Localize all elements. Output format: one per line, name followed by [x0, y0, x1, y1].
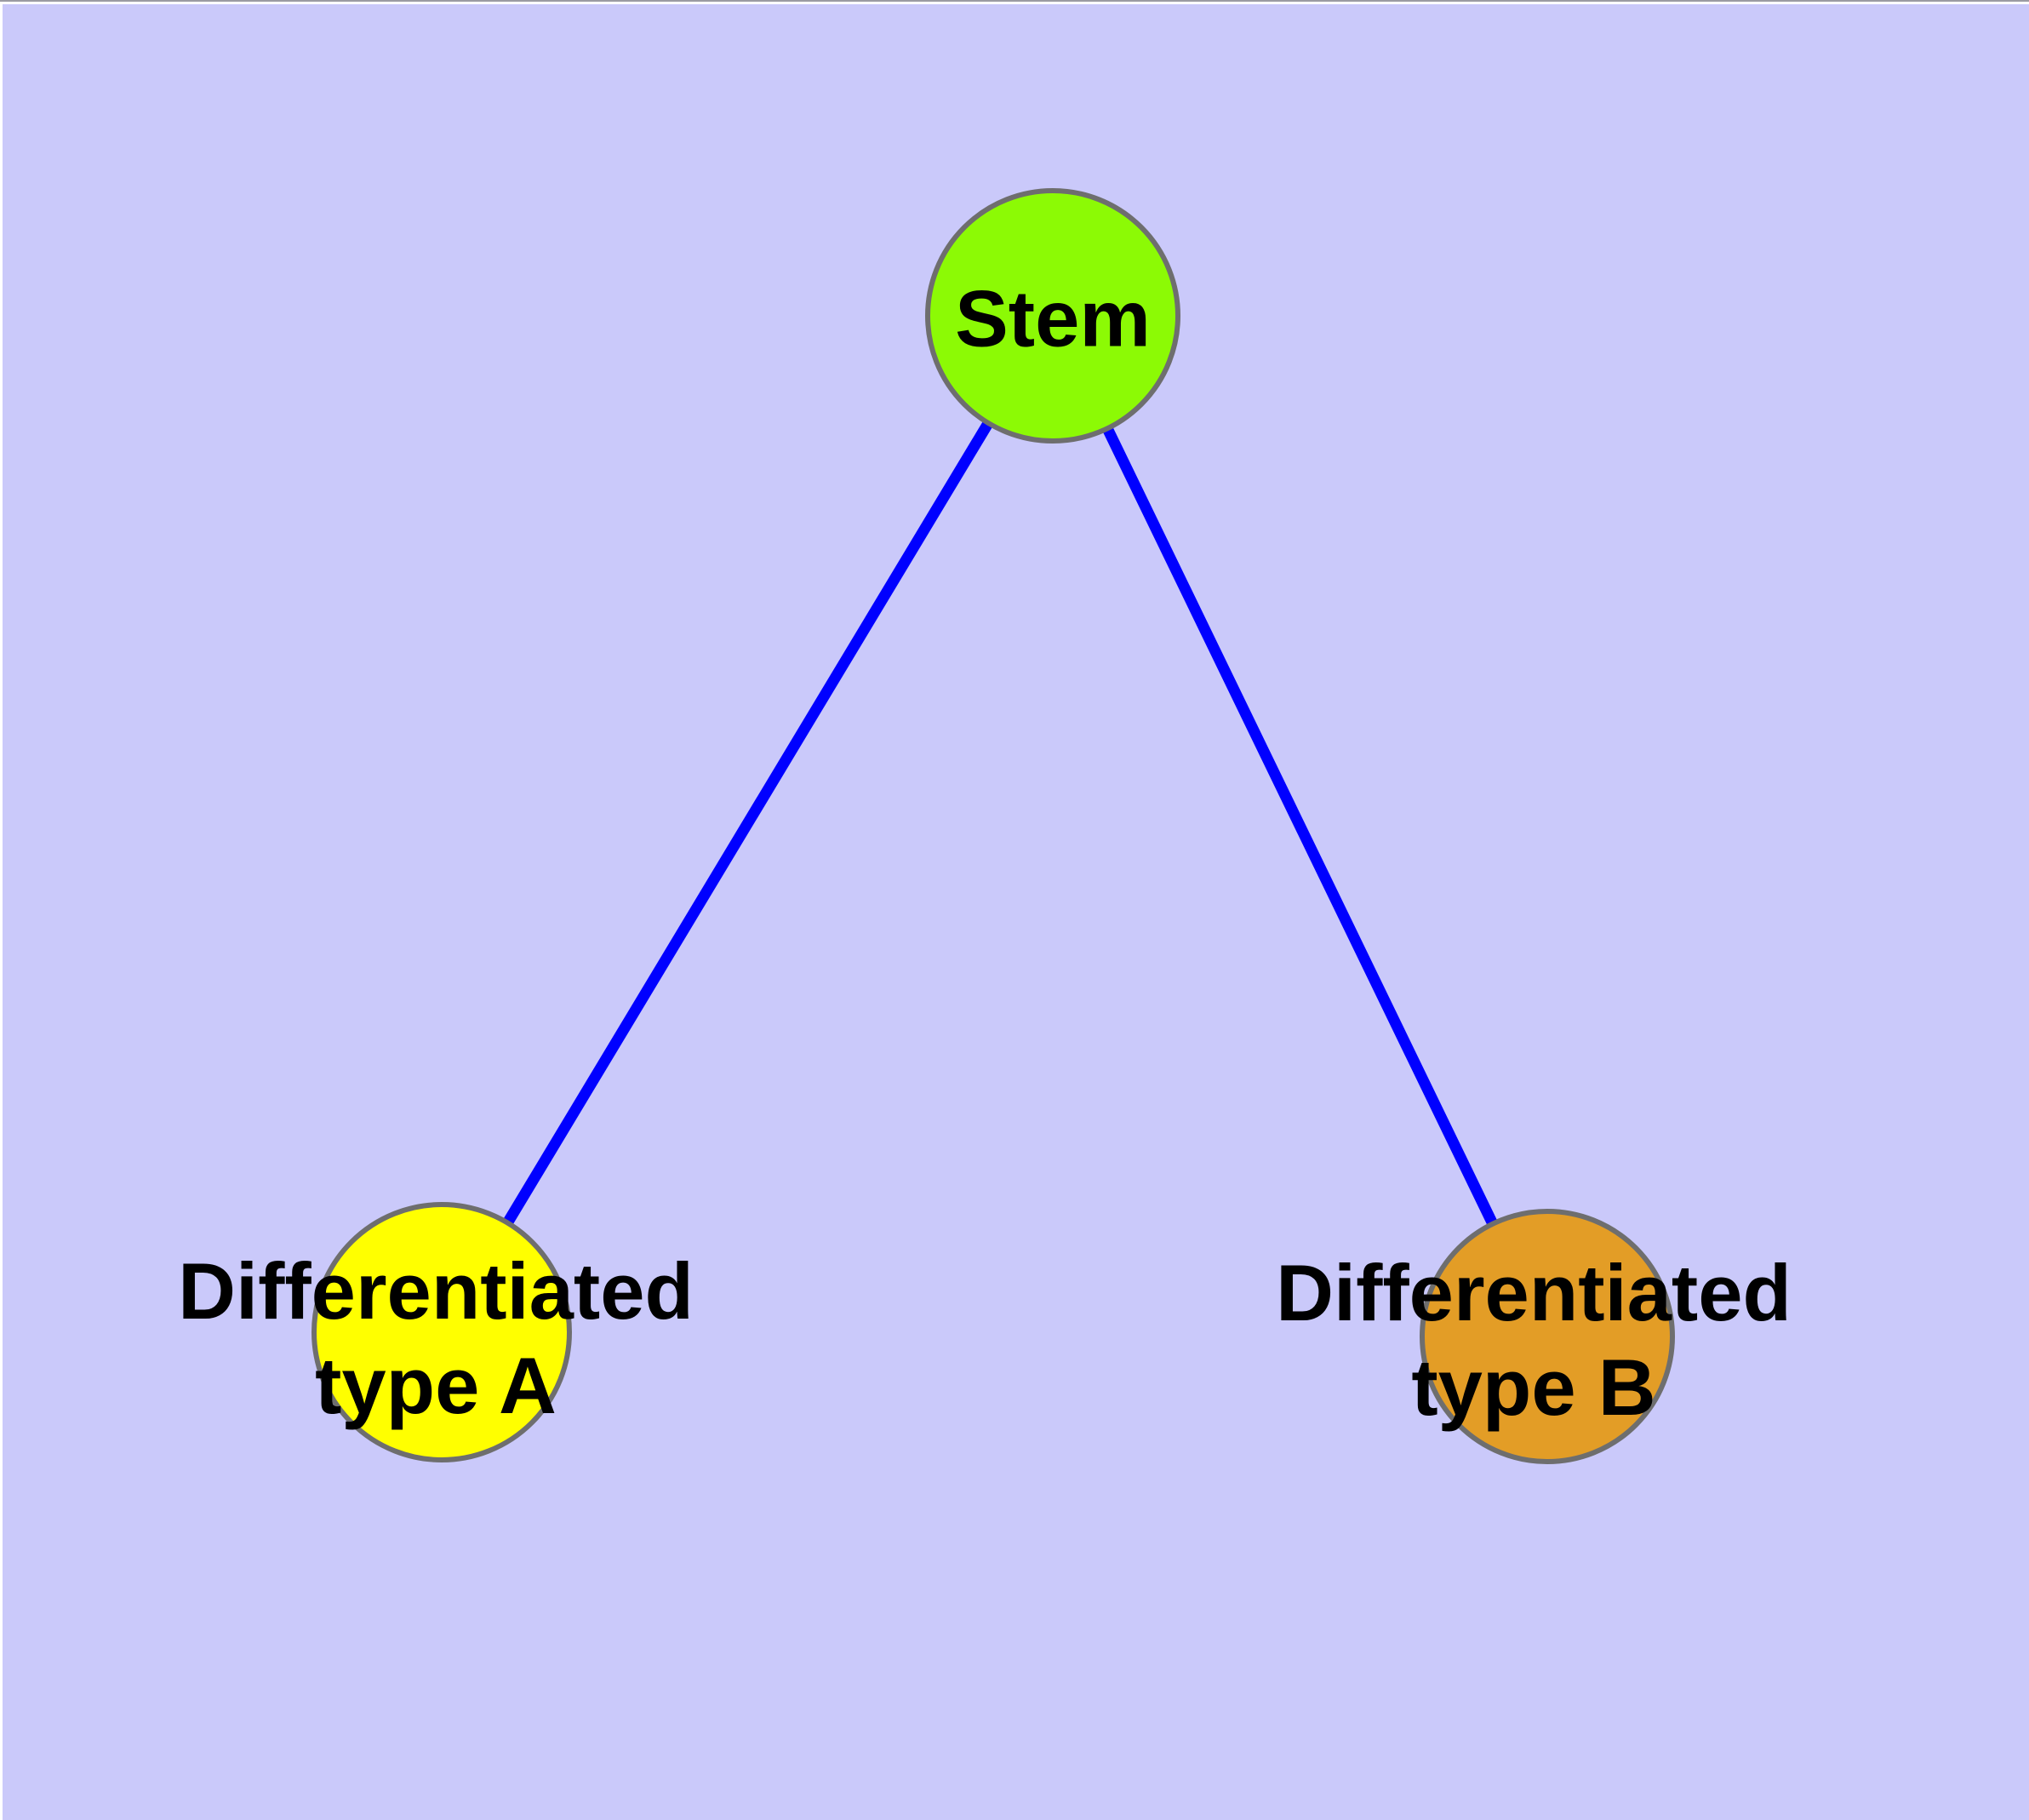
top-hairline	[0, 0, 2029, 2]
edge-stem-to-type-a	[437, 312, 1058, 1336]
left-margin	[0, 2, 3, 1820]
node-stem	[925, 188, 1180, 444]
node-label-type-b: Differentiated type B	[1276, 1248, 1792, 1432]
edge-stem-to-type-b	[1048, 313, 1552, 1339]
node-label-stem: Stem	[955, 273, 1151, 363]
node-label-type-a: Differentiated type A	[178, 1246, 694, 1430]
node-type-a	[311, 1202, 572, 1462]
top-margin	[0, 2, 2029, 4]
node-type-b	[1420, 1209, 1675, 1464]
